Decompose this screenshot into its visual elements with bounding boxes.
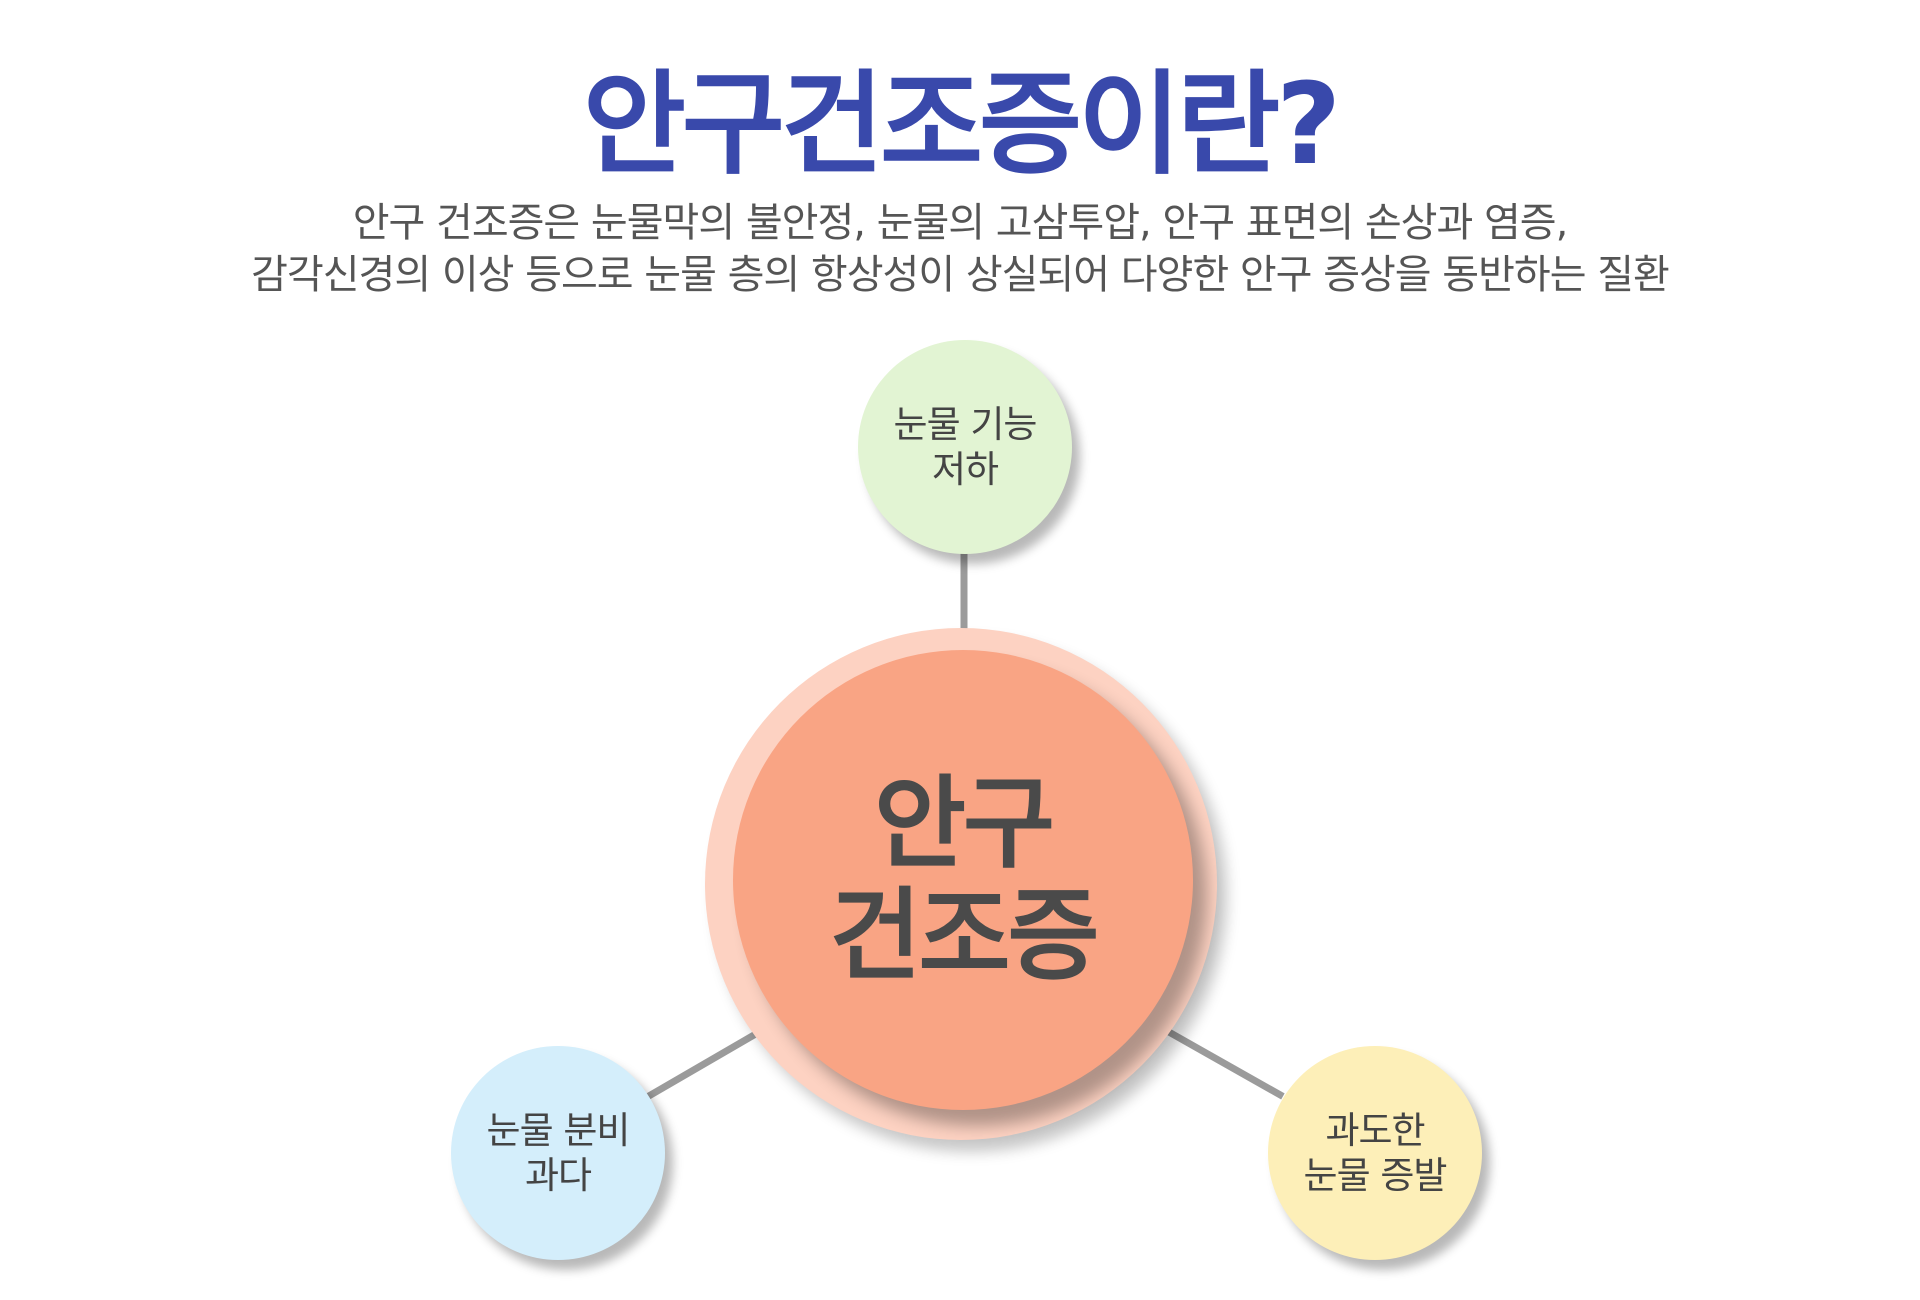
node-left-label-line-2: 과다: [524, 1154, 592, 1197]
node-left-label-line-1: 눈물 분비: [486, 1109, 631, 1152]
description-line-1: 안구 건조증은 눈물막의 불안정, 눈물의 고삼투압, 안구 표면의 손상과 염…: [352, 200, 1569, 246]
node-excessive-tear-secretion: 눈물 분비 과다: [451, 1046, 665, 1260]
connector-left: [646, 1027, 762, 1100]
connector-top: [960, 553, 968, 632]
node-excessive-tear-evaporation: 과도한 눈물 증발: [1268, 1046, 1482, 1260]
center-circle: 안구 건조증: [733, 650, 1193, 1110]
center-label-line-2: 건조증: [829, 877, 1100, 994]
node-top-label-line-1: 눈물 기능: [893, 403, 1038, 446]
description-line-2: 감각신경의 이상 등으로 눈물 층의 항상성이 상실되어 다양한 안구 증상을 …: [251, 252, 1670, 298]
page-title: 안구건조증이란?: [582, 60, 1341, 190]
node-tear-function-decline: 눈물 기능 저하: [858, 340, 1072, 554]
node-right-label-line-1: 과도한: [1325, 1109, 1425, 1152]
connector-right: [1166, 1027, 1285, 1100]
center-label-line-1: 안구: [874, 765, 1055, 882]
node-right-label-line-2: 눈물 증발: [1303, 1154, 1448, 1197]
node-top-label-line-2: 저하: [931, 448, 999, 491]
